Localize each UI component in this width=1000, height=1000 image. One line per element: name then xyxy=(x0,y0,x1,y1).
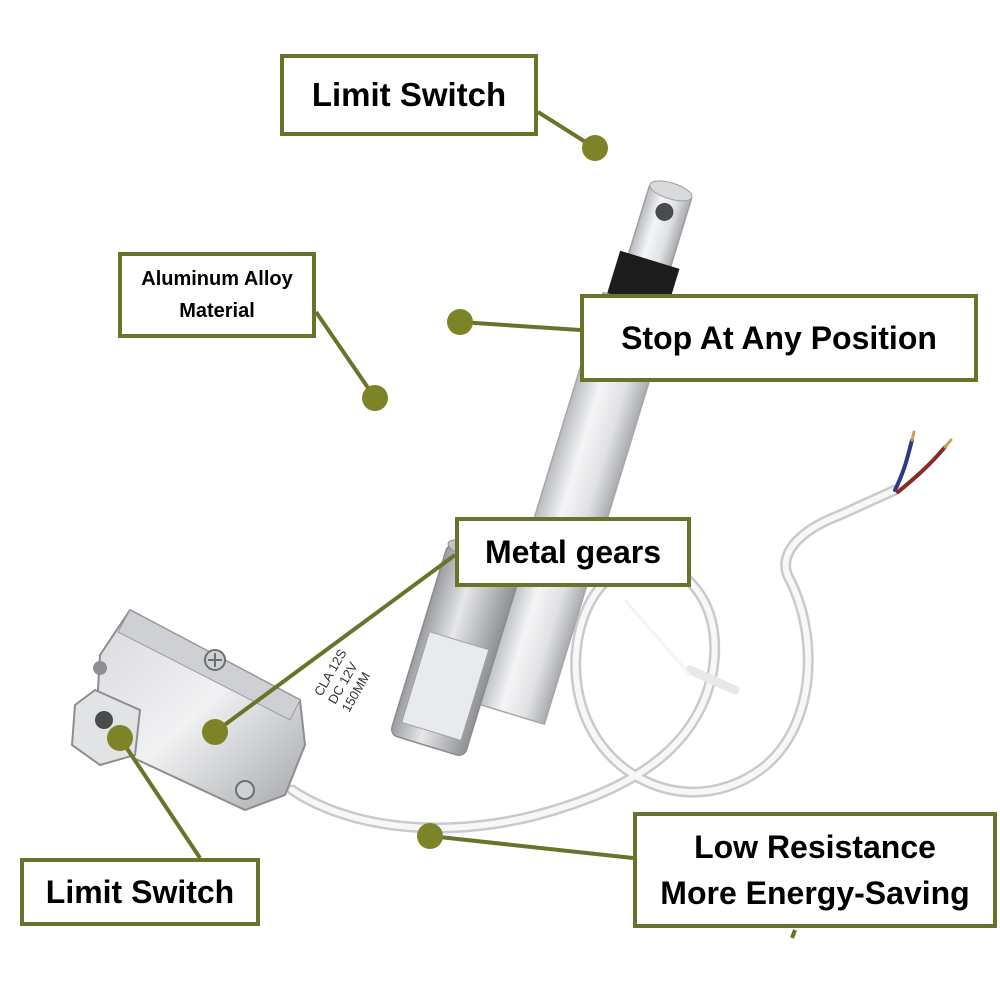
callout-low-resistance: Low Resistance More Energy-Saving xyxy=(633,812,997,928)
actuator-body xyxy=(476,180,693,726)
callout-stop-any-position: Stop At Any Position xyxy=(580,294,978,382)
callout-text: Limit Switch xyxy=(45,873,235,910)
callout-text-line2: More Energy-Saving xyxy=(660,875,970,911)
callout-text: Stop At Any Position xyxy=(621,319,937,356)
motor-markings: CLA 12S DC 12V 150MM xyxy=(311,646,373,714)
callout-top-limit-switch: Limit Switch xyxy=(280,54,538,136)
callout-text-line2: Material xyxy=(179,300,255,322)
callout-metal-gears: Metal gears xyxy=(455,517,691,587)
callout-text: Limit Switch xyxy=(311,76,507,113)
callout-text-line1: Low Resistance xyxy=(694,829,936,865)
callout-text-line1: Aluminum Alloy xyxy=(141,268,293,290)
callout-aluminum-alloy: Aluminum Alloy Material xyxy=(118,252,316,338)
callout-text: Metal gears xyxy=(484,533,662,570)
screw-icon xyxy=(235,780,255,800)
power-cable xyxy=(286,430,953,834)
callout-bottom-limit-switch: Limit Switch xyxy=(20,858,260,926)
motor-label xyxy=(401,630,490,742)
leader-lines xyxy=(118,110,797,939)
leader-dots xyxy=(107,135,608,849)
cable-tie xyxy=(623,599,740,695)
gearbox-housing xyxy=(70,608,307,812)
